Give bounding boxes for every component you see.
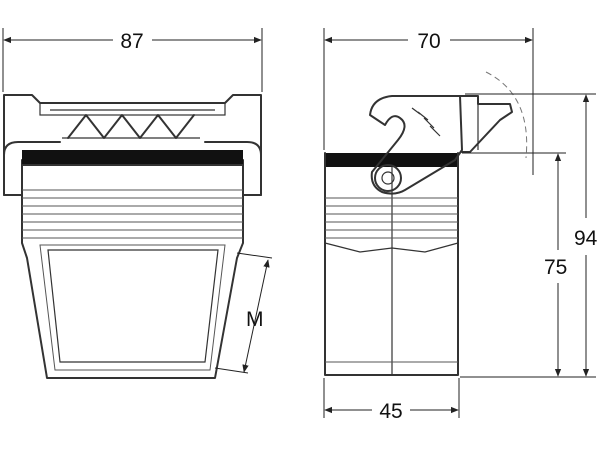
- front-top-rail: [39, 102, 226, 116]
- front-inner-face-2: [39, 244, 226, 371]
- body-height-dimension: 75: [462, 152, 567, 377]
- side-swing-arc: [485, 71, 528, 159]
- front-bracket-left: [3, 141, 61, 196]
- side-grooves: [325, 197, 458, 239]
- total-height-dimension: 94: [460, 93, 598, 378]
- front-body-outline: [21, 164, 244, 379]
- side-width-label: 70: [417, 30, 440, 53]
- side-latch-teeth: [411, 107, 441, 137]
- side-lower-taper: [324, 242, 459, 253]
- side-latch-pivot-inner: [381, 171, 395, 185]
- front-bracket-right: [204, 141, 262, 196]
- front-width-dimension: 87: [2, 28, 263, 92]
- total-height-label: 94: [574, 227, 598, 250]
- side-width-dimension: 70: [323, 28, 534, 175]
- front-view: [3, 94, 262, 379]
- side-top-cap: [459, 95, 513, 153]
- side-latch-lever: [369, 95, 463, 195]
- front-inner-face: [47, 249, 219, 363]
- front-zigzag: [67, 114, 195, 139]
- front-width-label: 87: [120, 30, 143, 53]
- front-black-band: [22, 150, 243, 165]
- thread-label: M: [246, 308, 264, 331]
- side-black-band: [325, 153, 457, 167]
- base-width-label: 45: [379, 400, 402, 423]
- side-view: [324, 71, 528, 376]
- base-width-dimension: 45: [323, 378, 460, 423]
- body-height-label: 75: [544, 256, 567, 279]
- side-latch-pivot: [374, 164, 402, 192]
- front-grooves: [22, 189, 243, 239]
- thread-dimension: M: [214, 252, 273, 374]
